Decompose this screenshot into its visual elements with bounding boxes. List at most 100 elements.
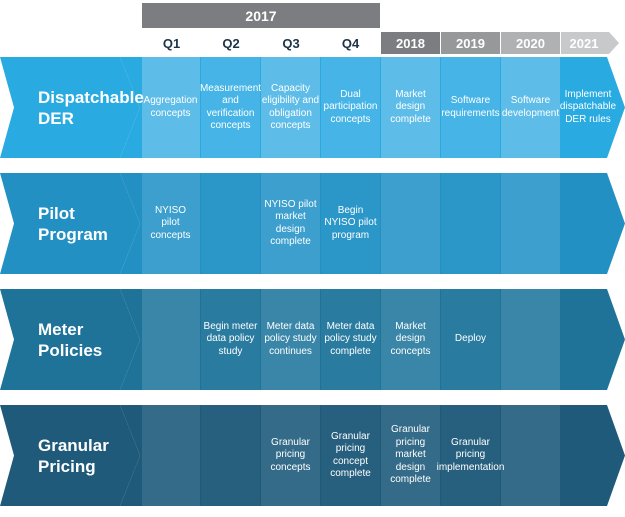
cell-text: concepts bbox=[270, 120, 311, 131]
cell-text: complete bbox=[390, 113, 431, 125]
cell-text: complete bbox=[270, 236, 311, 247]
cell-text: policy study bbox=[264, 333, 317, 345]
cell-text: Aggregation bbox=[143, 95, 198, 106]
lane-title-line1: Granular bbox=[38, 435, 109, 455]
cell-text: policy study bbox=[324, 333, 377, 345]
cell-text: dispatchable bbox=[559, 101, 617, 113]
lane-dispatchable-der-arrows bbox=[0, 57, 625, 158]
lane-granular-pricing: Granular Pricing Granular pricing concep… bbox=[0, 405, 625, 506]
cell-text: obligation bbox=[269, 107, 312, 119]
year-header-2021-arrow bbox=[607, 32, 619, 54]
cell-2018: Market design concepts bbox=[381, 289, 440, 390]
lane-title-line1: Meter bbox=[38, 319, 84, 339]
lane-title-line2: DER bbox=[38, 108, 74, 128]
cell-text: market bbox=[395, 449, 426, 461]
cell-q2: Measurement and verification concepts bbox=[199, 57, 262, 158]
cell-text: Meter data bbox=[266, 320, 315, 332]
cell-q3: Capacity eligibility and obligation conc… bbox=[261, 57, 320, 158]
cell-text: Software bbox=[450, 95, 491, 106]
cell-text: Market bbox=[395, 320, 426, 332]
lane-pilot-program-arrows bbox=[0, 173, 625, 274]
cell-text: Implement bbox=[564, 88, 612, 100]
cell-q4: Meter data policy study complete bbox=[321, 289, 380, 390]
cell-2019: Software requirements bbox=[441, 57, 500, 158]
lane-pilot-program: Pilot Program NYISO pilot concepts NYISO… bbox=[0, 173, 625, 274]
cell-2020: Software development bbox=[501, 57, 560, 158]
cell-text: Measurement bbox=[199, 82, 262, 94]
cell-q1: Aggregation concepts bbox=[142, 57, 199, 158]
cell-text: Granular bbox=[391, 424, 430, 436]
cell-text: development bbox=[501, 107, 560, 119]
cell-text: complete bbox=[330, 345, 371, 357]
cell-text: Granular bbox=[451, 436, 490, 448]
cell-text: pilot bbox=[161, 217, 180, 229]
cell-text: Begin meter bbox=[203, 320, 258, 332]
cell-text: NYISO bbox=[154, 204, 187, 216]
cell-text: Meter data bbox=[326, 320, 375, 332]
cell-text: concepts bbox=[390, 345, 431, 357]
year-header-2020: 2020 bbox=[501, 32, 560, 54]
cell-text: eligibility and bbox=[261, 95, 320, 106]
cell-text: concepts bbox=[150, 229, 191, 241]
cell-text: Market bbox=[395, 88, 426, 100]
cell-text: design bbox=[395, 333, 426, 345]
lane-title-line2: Pricing bbox=[38, 456, 96, 476]
cell-q4: Begin NYISO pilot program bbox=[321, 173, 380, 274]
year-header-2018: 2018 bbox=[381, 32, 440, 54]
cell-2018: Market design complete bbox=[381, 57, 440, 158]
lane-title: Granular Pricing bbox=[38, 405, 109, 506]
cell-text: DER rules bbox=[565, 113, 611, 125]
cell-q3: Granular pricing concepts bbox=[261, 405, 320, 506]
cell-text: program bbox=[331, 229, 370, 241]
cell-text: Software bbox=[510, 95, 551, 106]
cell-text: Capacity bbox=[271, 82, 310, 94]
cell-text: market bbox=[275, 211, 306, 222]
cell-text: Granular bbox=[331, 430, 370, 442]
cell-text: study bbox=[218, 345, 243, 357]
cell-text: pricing bbox=[275, 449, 306, 461]
cell-text: participation bbox=[323, 101, 378, 113]
cell-text: design bbox=[395, 461, 426, 473]
quarter-header-q3: Q3 bbox=[261, 32, 321, 54]
cell-text: concepts bbox=[150, 107, 191, 119]
cell-text: concepts bbox=[270, 461, 311, 473]
lane-title-line2: Policies bbox=[38, 340, 103, 360]
cell-text: implementation bbox=[436, 461, 505, 473]
cell-text: NYISO pilot bbox=[264, 198, 317, 210]
cell-text: requirements bbox=[441, 107, 500, 119]
lane-meter-policies-arrows bbox=[0, 289, 625, 390]
lane-title: Dispatchable DER bbox=[38, 57, 144, 158]
cell-2018: Granular pricing market design complete bbox=[381, 405, 440, 506]
cell-2019: Deploy bbox=[441, 289, 500, 390]
cell-text: complete bbox=[330, 468, 371, 479]
cell-text: data policy bbox=[206, 333, 255, 345]
year-header-2019: 2019 bbox=[441, 32, 500, 54]
lane-title-line2: Program bbox=[38, 224, 108, 244]
cell-text: continues bbox=[269, 345, 312, 357]
cell-q4: Granular pricing concept complete bbox=[321, 405, 380, 506]
cell-text: pricing bbox=[395, 436, 426, 448]
cell-text: complete bbox=[390, 474, 431, 486]
cell-text: Deploy bbox=[454, 333, 487, 345]
cell-2021: Implement dispatchable DER rules bbox=[559, 57, 617, 158]
cell-text: design bbox=[395, 101, 426, 113]
cell-text: concepts bbox=[330, 113, 371, 125]
cell-text: concept bbox=[332, 455, 368, 467]
lane-title-line1: Pilot bbox=[38, 203, 75, 223]
cell-q3: Meter data policy study continues bbox=[261, 289, 320, 390]
quarter-header-q4: Q4 bbox=[321, 32, 380, 54]
cell-2019: Granular pricing implementation bbox=[437, 405, 505, 506]
cell-text: pricing bbox=[335, 443, 366, 454]
lane-granular-pricing-arrows bbox=[0, 405, 625, 506]
cell-text: and verification bbox=[206, 95, 255, 119]
lane-meter-policies: Meter Policies Begin meter data policy s… bbox=[0, 289, 625, 390]
cell-text: NYISO pilot bbox=[324, 217, 377, 229]
lane-dispatchable-der: Dispatchable DER Aggregation concepts Me… bbox=[0, 57, 625, 158]
quarter-header-q1: Q1 bbox=[142, 32, 201, 54]
cell-text: pricing bbox=[455, 449, 486, 461]
cell-q4: Dual participation concepts bbox=[321, 57, 380, 158]
cell-text: Begin bbox=[337, 204, 364, 216]
cell-q3: NYISO pilot market design complete bbox=[261, 173, 320, 274]
year-header-2021: 2021 bbox=[561, 32, 607, 54]
year-2017-header: 2017 bbox=[142, 3, 380, 28]
